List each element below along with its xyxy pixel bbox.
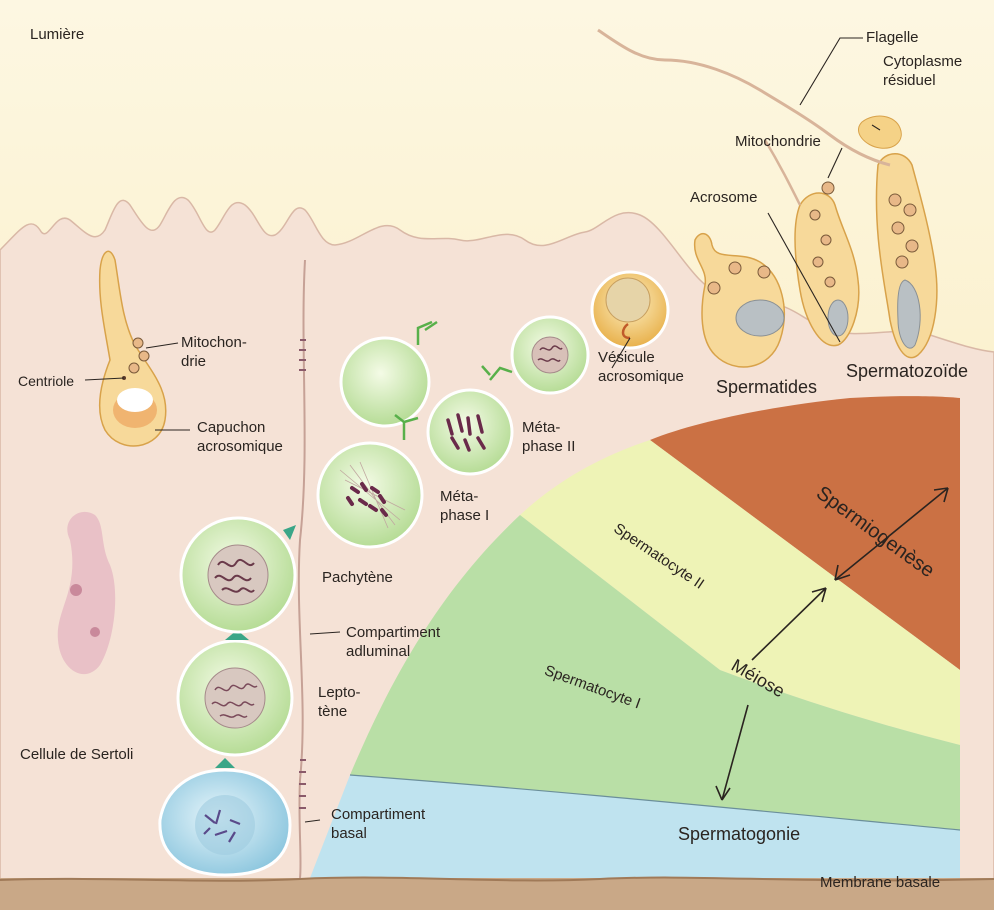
mitochondrion-2 <box>139 351 149 361</box>
label-membrane-basale: Membrane basale <box>820 873 940 892</box>
spermatozoon-mito-4 <box>906 240 918 252</box>
spermatid-1-mito-3 <box>708 282 720 294</box>
label-capuchon-acrosomique: Capuchon acrosomique <box>197 418 283 456</box>
label-leptotene: Lepto- tène <box>318 683 361 721</box>
metaphase-ii-nucleus-2 <box>532 337 568 373</box>
spermatid-2-mito-4 <box>825 277 835 287</box>
spermatid-2-head <box>828 300 848 336</box>
sertoli-nucleolus-2 <box>90 627 100 637</box>
spermatozoon-mito-1 <box>889 194 901 206</box>
label-mitochondrie-left: Mitochon- drie <box>181 333 247 371</box>
spermatozoon-mito-2 <box>904 204 916 216</box>
label-compartiment-adluminal: Compartiment adluminal <box>346 623 440 661</box>
label-cellule-sertoli: Cellule de Sertoli <box>20 745 133 764</box>
label-centriole: Centriole <box>18 372 74 390</box>
label-metaphase-ii: Méta- phase II <box>522 418 575 456</box>
leptotene-nucleus <box>205 668 265 728</box>
spermatid-1-head <box>736 300 784 336</box>
spermatogonia-nucleus <box>195 795 255 855</box>
spermatid-1-mito-1 <box>729 262 741 274</box>
label-pachytene: Pachytène <box>322 568 393 587</box>
spermatid-2-mito-1 <box>810 210 820 220</box>
label-vesicule-acrosomique: Vésicule acrosomique <box>598 348 684 386</box>
spermatid-2-mito-2 <box>821 235 831 245</box>
sertoli-nucleolus <box>70 584 82 596</box>
spermatid-2-mito-top <box>822 182 834 194</box>
mitochondrion-1 <box>133 338 143 348</box>
label-compartiment-basal: Compartiment basal <box>331 805 425 843</box>
label-spermatides: Spermatides <box>716 376 817 398</box>
mitochondrion-3 <box>129 363 139 373</box>
spermatozoon-mito-3 <box>892 222 904 234</box>
label-mitochondrie-top: Mitochondrie <box>735 132 821 151</box>
label-cytoplasme-residuel: Cytoplasme résiduel <box>883 52 962 90</box>
spermatid-1-mito-2 <box>758 266 770 278</box>
label-spermatozoide: Spermatozoïde <box>846 360 968 382</box>
label-lumiere: Lumière <box>30 25 84 44</box>
spermatid-2-mito-3 <box>813 257 823 267</box>
spermatozoon-mito-5 <box>896 256 908 268</box>
label-acrosome: Acrosome <box>690 188 758 207</box>
label-flagelle: Flagelle <box>866 28 919 47</box>
acrosomal-vesicle-nucleus <box>606 278 650 322</box>
acrosomal-vesicle-left <box>117 388 153 412</box>
label-spermatogonie: Spermatogonie <box>678 823 800 845</box>
secondary-spermatocyte <box>341 338 429 426</box>
label-metaphase-i: Méta- phase I <box>440 487 489 525</box>
